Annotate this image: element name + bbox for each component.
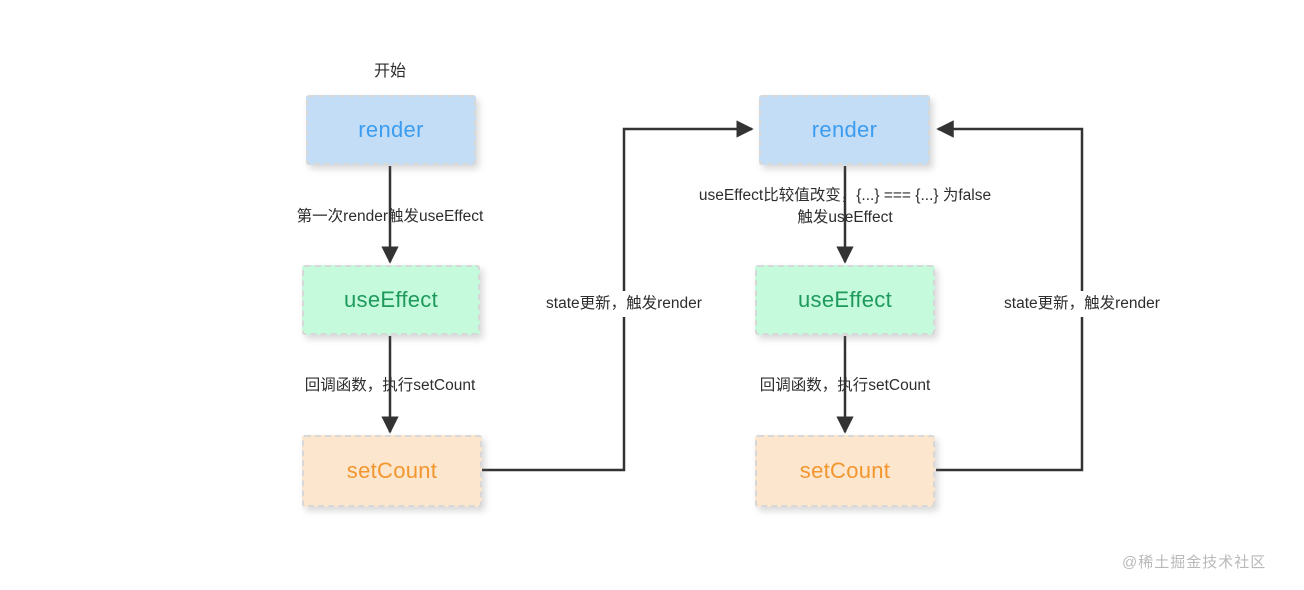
- edge-label-right-loop: state更新，触发render: [998, 291, 1166, 317]
- node-right-setcount[interactable]: setCount: [755, 435, 935, 507]
- edge-label-right-useeffect-to-setcount: 回调函数，执行setCount: [759, 377, 931, 394]
- node-right-useeffect[interactable]: useEffect: [755, 265, 935, 335]
- node-left-setcount[interactable]: setCount: [302, 435, 482, 507]
- start-label: 开始: [373, 63, 407, 80]
- node-left-useeffect[interactable]: useEffect: [302, 265, 480, 335]
- edge-label-right-render-to-useeffect-line2: 触发useEffect: [797, 209, 893, 226]
- edge-label-left-loop: state更新，触发render: [540, 291, 708, 317]
- edge-label-left-useeffect-to-setcount: 回调函数，执行setCount: [304, 377, 476, 394]
- watermark: @稀土掘金技术社区: [1122, 554, 1267, 571]
- edge-label-right-render-to-useeffect-line1: useEffect比较值改变，{...} === {...} 为false: [698, 187, 992, 204]
- node-right-render[interactable]: render: [759, 95, 930, 165]
- node-left-render[interactable]: render: [306, 95, 476, 165]
- edge-label-left-render-to-useeffect: 第一次render触发useEffect: [296, 208, 484, 225]
